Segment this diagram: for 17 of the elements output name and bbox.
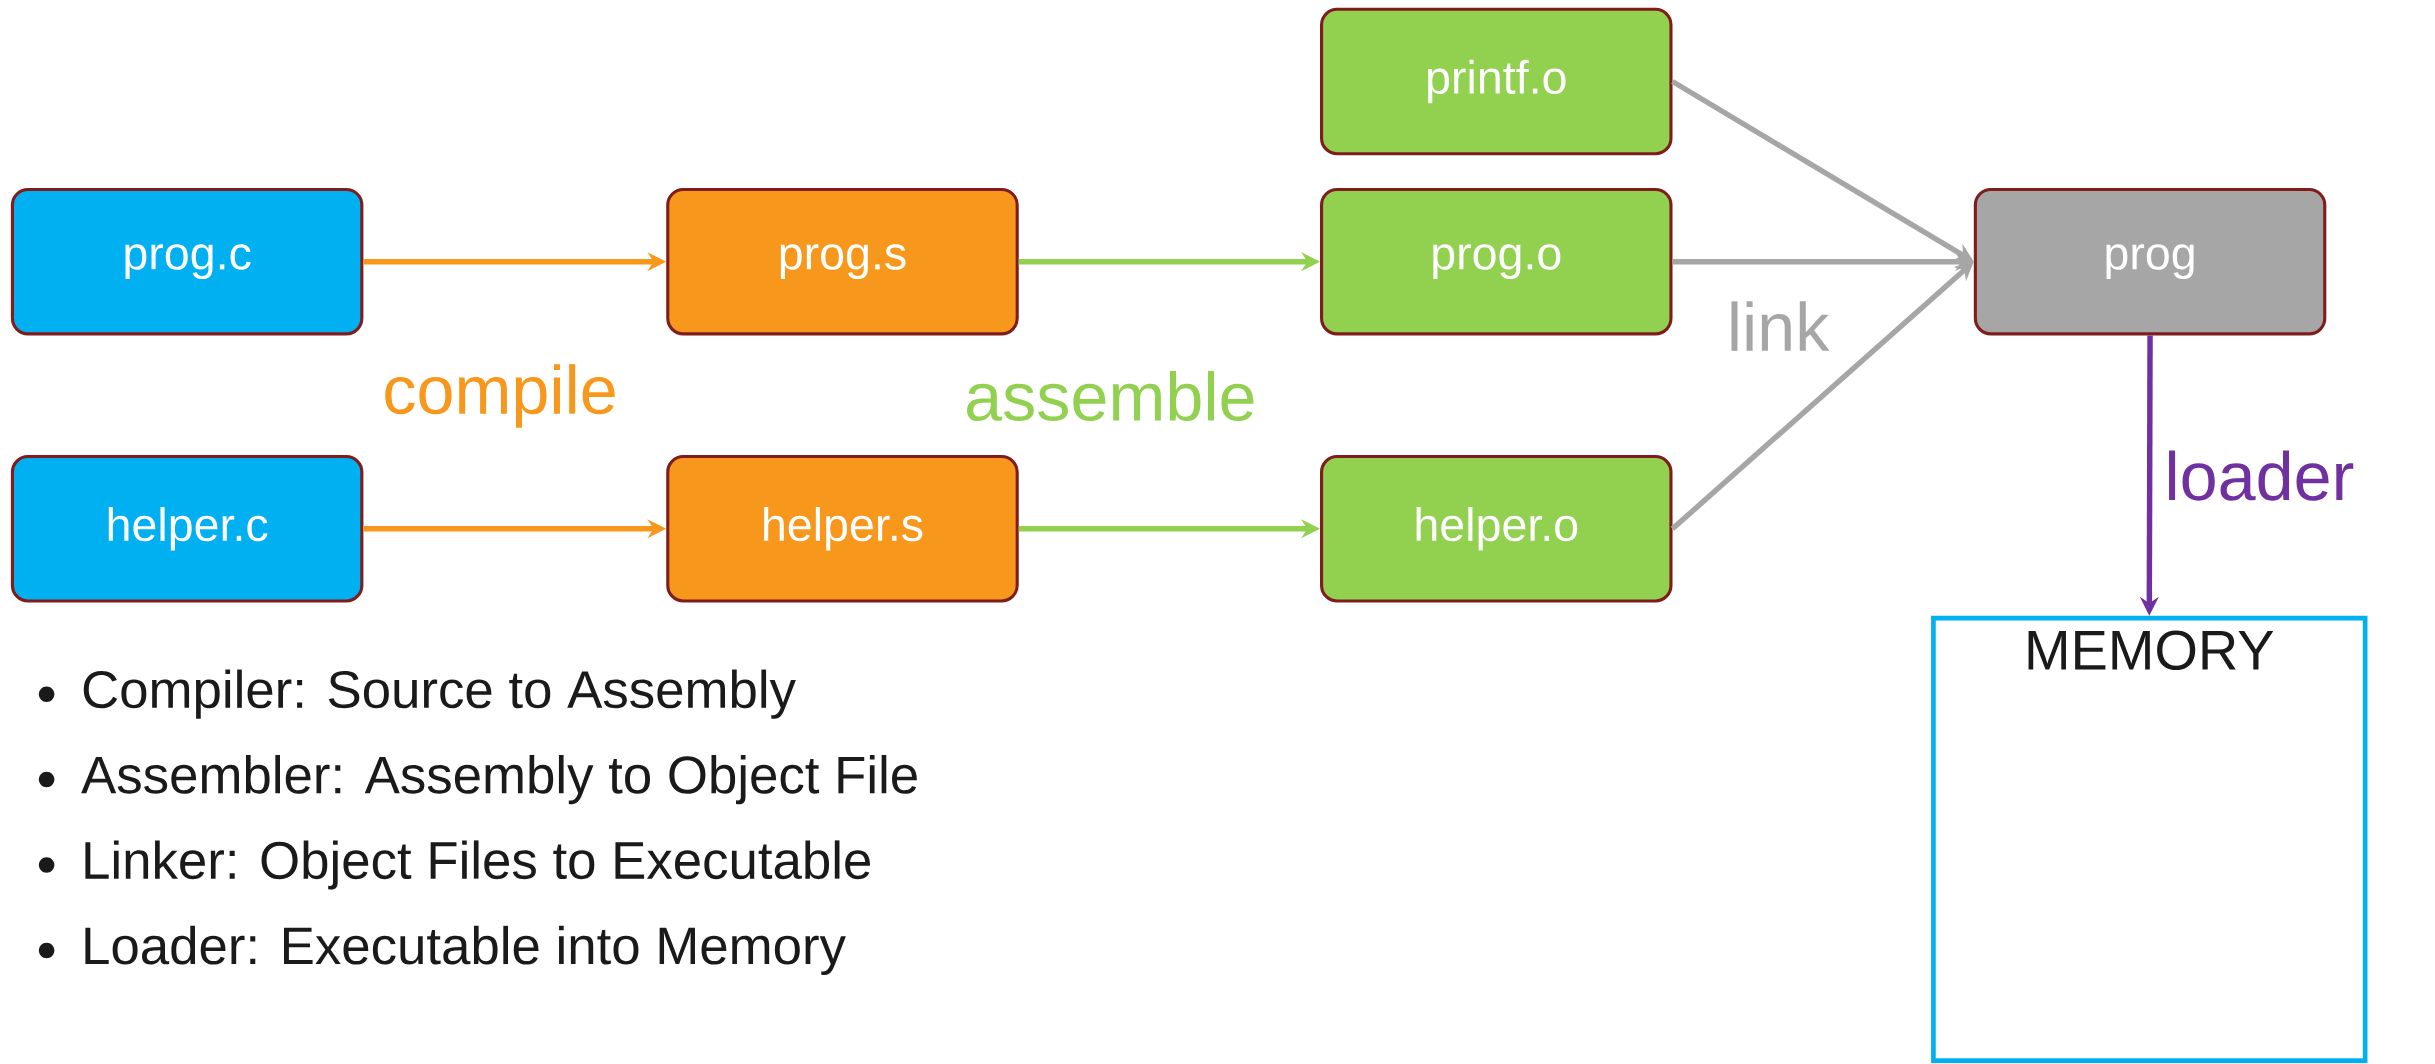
bullet-item: Linker: Object Files to Executable xyxy=(85,840,870,890)
file-box: printf.o xyxy=(1320,7,1673,156)
bullet-item: Loader: Executable into Memory xyxy=(85,925,846,976)
bullet-item: Assembler: Assembly to Object File xyxy=(81,755,917,805)
memory-box: MEMORY xyxy=(1931,615,2368,1064)
edge-label: loader xyxy=(2169,450,2354,501)
file-box: prog xyxy=(1973,188,2327,336)
file-box: helper.c xyxy=(10,455,364,603)
stage-label: assemble xyxy=(967,371,1254,422)
bullet-item: Compiler: Source to Assembly xyxy=(83,669,796,719)
file-box: prog.o xyxy=(1320,188,1673,336)
file-box: helper.o xyxy=(1320,455,1673,603)
stage-label: link xyxy=(1731,301,1830,351)
file-box: prog.s xyxy=(666,188,1019,336)
file-box: helper.s xyxy=(666,455,1019,603)
file-box: prog.c xyxy=(10,188,364,336)
stage-label: compile xyxy=(385,364,615,428)
